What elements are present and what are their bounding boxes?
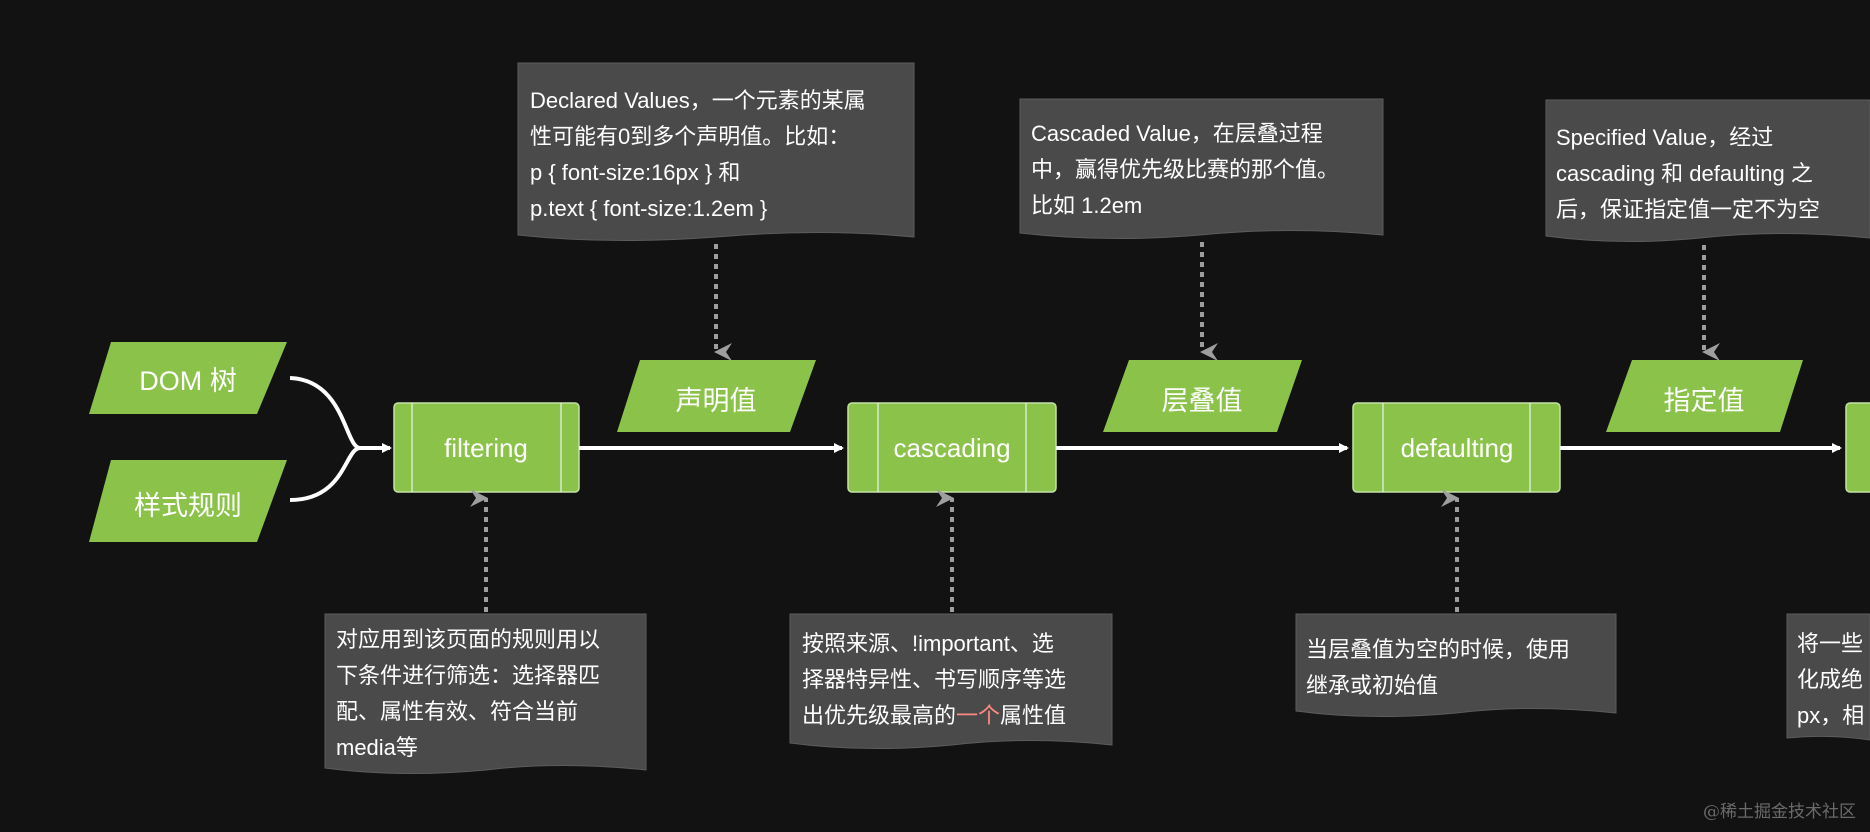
note-declared-line: 性可能有0到多个声明值。比如： xyxy=(530,124,850,149)
note-cascaded-line: 比如 1.2em xyxy=(1031,193,1142,218)
note-cascading-line3-post: 属性值 xyxy=(1000,703,1066,728)
note-declared-values: Declared Values，一个元素的某属 性可能有0到多个声明值。比如： … xyxy=(517,62,915,242)
process-computed-partial xyxy=(1845,402,1870,493)
note-filtering: 对应用到该页面的规则用以 下条件进行筛选：选择器匹 配、属性有效、符合当前 me… xyxy=(324,613,647,775)
note-filtering-line: media等 xyxy=(336,735,418,760)
note-defaulting-line: 当层叠值为空的时候，使用 xyxy=(1306,637,1570,662)
note-declared-line: Declared Values，一个元素的某属 xyxy=(530,88,866,113)
note-computed-line: px，相 xyxy=(1797,703,1864,728)
note-computed-line: 化成绝 xyxy=(1797,667,1863,692)
note-declared-line: p.text { font-size:1.2em } xyxy=(530,196,767,221)
value-cascaded-label: 层叠值 xyxy=(1162,386,1243,416)
input-style-rules-label: 样式规则 xyxy=(134,491,242,521)
note-cascaded-line: Cascaded Value，在层叠过程 xyxy=(1031,121,1323,146)
note-filtering-line: 对应用到该页面的规则用以 xyxy=(336,627,600,652)
note-cascaded-line: 中，赢得优先级比赛的那个值。 xyxy=(1031,157,1339,182)
process-defaulting-label: defaulting xyxy=(1401,433,1514,463)
watermark: @稀土掘金技术社区 xyxy=(1703,802,1856,822)
note-filtering-line: 配、属性有效、符合当前 xyxy=(336,699,578,724)
note-declared-line: p { font-size:16px } 和 xyxy=(530,160,740,185)
note-computed-partial: 将一些 化成绝 px，相 xyxy=(1786,613,1870,741)
input-style-rules: 样式规则 xyxy=(89,460,287,542)
process-cascading-label: cascading xyxy=(893,433,1010,463)
note-specified-line: cascading 和 defaulting 之 xyxy=(1556,161,1813,186)
note-defaulting: 当层叠值为空的时候，使用 继承或初始值 xyxy=(1295,613,1617,718)
note-cascading-line: 出优先级最高的一个属性值 xyxy=(802,703,1066,728)
process-filtering-label: filtering xyxy=(444,433,528,463)
dom-merge-connector xyxy=(289,376,361,450)
note-cascading-highlight: 一个 xyxy=(956,703,1000,728)
note-defaulting-line: 继承或初始值 xyxy=(1306,673,1438,698)
note-specified-line: Specified Value，经过 xyxy=(1556,125,1773,150)
note-cascaded-value: Cascaded Value，在层叠过程 中，赢得优先级比赛的那个值。 比如 1… xyxy=(1019,98,1384,240)
note-cascading-line: 按照来源、!important、选 xyxy=(802,631,1054,656)
rules-merge-connector xyxy=(289,446,361,502)
value-cascaded: 层叠值 xyxy=(1103,360,1302,432)
note-cascading-line3-pre: 出优先级最高的 xyxy=(802,703,956,728)
note-filtering-line: 下条件进行筛选：选择器匹 xyxy=(336,663,600,688)
input-dom-tree-label: DOM 树 xyxy=(139,366,237,396)
process-filtering: filtering xyxy=(393,402,580,493)
value-specified-label: 指定值 xyxy=(1664,386,1745,416)
note-cascading-line: 择器特异性、书写顺序等选 xyxy=(802,667,1066,692)
value-declared: 声明值 xyxy=(617,360,816,432)
note-specified-line: 后，保证指定值一定不为空 xyxy=(1556,197,1820,222)
note-computed-line: 将一些 xyxy=(1797,631,1863,656)
note-specified-value: Specified Value，经过 cascading 和 defaultin… xyxy=(1545,99,1870,243)
value-declared-label: 声明值 xyxy=(676,386,757,416)
process-cascading: cascading xyxy=(847,402,1057,493)
note-cascading: 按照来源、!important、选 择器特异性、书写顺序等选 出优先级最高的一个… xyxy=(789,613,1113,750)
input-dom-tree: DOM 树 xyxy=(89,342,287,414)
process-defaulting: defaulting xyxy=(1352,402,1561,493)
value-specified: 指定值 xyxy=(1606,360,1803,432)
